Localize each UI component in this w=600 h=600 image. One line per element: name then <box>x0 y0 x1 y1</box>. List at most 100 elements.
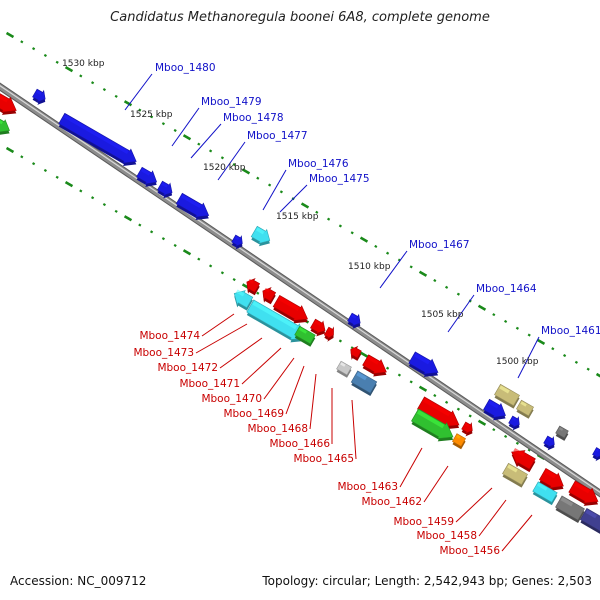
gene-label: Mboo_1475 <box>309 173 370 185</box>
minor-tick <box>338 339 342 343</box>
minor-tick <box>55 60 59 64</box>
label-mboo-1474: Mboo_1474 <box>139 313 235 342</box>
minor-tick <box>527 448 531 452</box>
major-tick <box>123 215 133 222</box>
leader-line <box>279 184 308 213</box>
minor-tick <box>338 224 342 228</box>
minor-tick <box>232 278 236 282</box>
label-mboo-1458: Mboo_1458 <box>416 499 507 542</box>
minor-tick <box>456 407 460 411</box>
gene-arrow-mboo-1475 <box>250 225 271 247</box>
gene-arrow-small-1 <box>508 415 520 431</box>
minor-tick <box>315 210 319 214</box>
leader-line <box>447 294 475 333</box>
minor-tick <box>102 88 106 92</box>
gene-arrow-edge <box>592 446 600 462</box>
leader-line <box>262 169 287 211</box>
gene-label: Mboo_1471 <box>179 378 240 390</box>
minor-tick <box>161 237 165 241</box>
minor-tick <box>91 196 95 200</box>
gene-label: Mboo_1477 <box>247 130 308 142</box>
major-tick <box>418 270 428 277</box>
gene-label: Mboo_1478 <box>223 112 284 124</box>
minor-tick <box>161 122 165 126</box>
gene-label: Mboo_1473 <box>133 347 194 359</box>
major-tick <box>5 31 15 39</box>
minor-tick <box>173 243 177 248</box>
minor-tick <box>20 155 24 159</box>
gene-label: Mboo_1458 <box>416 530 477 542</box>
minor-tick <box>43 168 47 173</box>
minor-tick <box>209 264 213 268</box>
major-tick <box>241 168 251 175</box>
minor-tick <box>173 128 177 133</box>
minor-tick <box>433 278 437 283</box>
gene-arrow-mboo-1468 <box>350 345 362 361</box>
label-mboo-1470: Mboo_1470 <box>201 357 295 405</box>
label-mboo-1459: Mboo_1459 <box>393 487 493 528</box>
major-tick <box>477 304 487 311</box>
topology-text: Topology: circular; Length: 2,542,943 bp… <box>262 574 592 588</box>
gene-arrow-mboo-1477 <box>157 180 173 199</box>
leader-line <box>309 373 317 430</box>
minor-tick <box>150 115 154 119</box>
minor-tick <box>515 441 519 445</box>
minor-tick <box>220 271 224 275</box>
major-tick <box>536 338 546 346</box>
leader-line <box>195 323 248 354</box>
label-mboo-1477: Mboo_1477 <box>217 130 308 181</box>
major-tick <box>64 180 74 188</box>
minor-tick <box>492 313 496 317</box>
minor-tick <box>433 393 437 398</box>
gene-arrow-left-green <box>0 114 10 135</box>
ruler-label: 1530 kbp <box>62 59 105 69</box>
gene-label: Mboo_1467 <box>409 239 470 251</box>
gene-arrow-left-red <box>0 91 17 115</box>
minor-tick <box>504 319 508 323</box>
major-tick <box>5 146 15 154</box>
minor-tick <box>20 40 24 44</box>
gene-label: Mboo_1470 <box>201 393 262 405</box>
minor-tick <box>197 257 201 261</box>
leader-line <box>399 447 423 488</box>
gene-label: Mboo_1480 <box>155 62 216 74</box>
gene-label: Mboo_1479 <box>201 96 262 108</box>
minor-tick <box>374 244 378 248</box>
gene-box-mboo-1459 <box>502 462 528 488</box>
minor-tick <box>91 81 95 85</box>
gene-box-gray-1 <box>555 425 569 441</box>
major-tick <box>182 249 192 256</box>
major-tick <box>64 65 74 73</box>
major-tick <box>359 351 369 358</box>
gene-label: Mboo_1463 <box>337 481 398 493</box>
label-mboo-1456: Mboo_1456 <box>439 514 533 557</box>
ruler-label: 1520 kbp <box>203 163 246 173</box>
leader-line <box>190 123 222 159</box>
minor-tick <box>32 47 36 51</box>
gene-features <box>0 88 600 535</box>
gene-label: Mboo_1468 <box>247 423 308 435</box>
major-tick <box>123 100 133 107</box>
label-mboo-1469: Mboo_1469 <box>223 365 305 420</box>
gene-box-mboo-1458 <box>532 481 558 506</box>
gene-arrow-mboo-1475a <box>231 234 243 250</box>
gene-box-mboo-1471 <box>294 325 316 347</box>
gene-label: Mboo_1461 <box>541 325 600 337</box>
minor-tick <box>232 163 236 167</box>
gene-label: Mboo_1464 <box>476 283 537 295</box>
minor-tick <box>386 366 390 370</box>
gene-arrow-mboo-1459a <box>511 447 536 473</box>
accession-text: Accession: NC_009712 <box>10 574 147 588</box>
minor-tick <box>445 285 449 289</box>
major-tick <box>359 236 369 243</box>
leader-line <box>217 141 246 181</box>
gene-arrow-mboo-1478 <box>136 166 158 187</box>
gene-label: Mboo_1476 <box>288 158 349 170</box>
label-mboo-1461: Mboo_1461 <box>517 325 600 379</box>
leader-line <box>263 357 295 400</box>
label-mboo-1467: Mboo_1467 <box>379 239 470 289</box>
leader-line <box>219 337 263 369</box>
minor-tick <box>409 265 413 269</box>
